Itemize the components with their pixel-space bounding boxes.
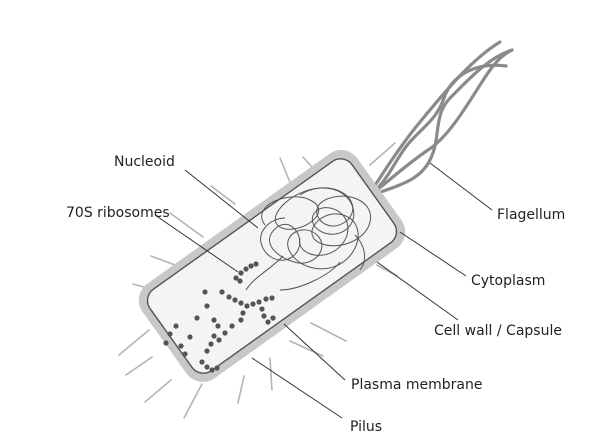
leader-cell-wall	[377, 262, 458, 320]
leader-flagellum	[430, 163, 492, 210]
label-flagellum: Flagellum	[497, 207, 565, 223]
leader-cytoplasm	[400, 232, 466, 276]
flagellum	[374, 42, 512, 193]
label-nucleoid: Nucleoid	[114, 154, 175, 170]
leader-pilus	[252, 358, 342, 418]
label-ribosomes: 70S ribosomes	[66, 205, 170, 221]
label-cell-wall: Cell wall / Capsule	[434, 323, 562, 339]
leader-nucleoid	[185, 170, 258, 228]
label-plasma-membrane: Plasma membrane	[351, 377, 482, 393]
label-pilus: Pilus	[350, 419, 382, 435]
label-cytoplasm: Cytoplasm	[471, 273, 545, 289]
leader-plasma-membrane	[284, 324, 345, 380]
